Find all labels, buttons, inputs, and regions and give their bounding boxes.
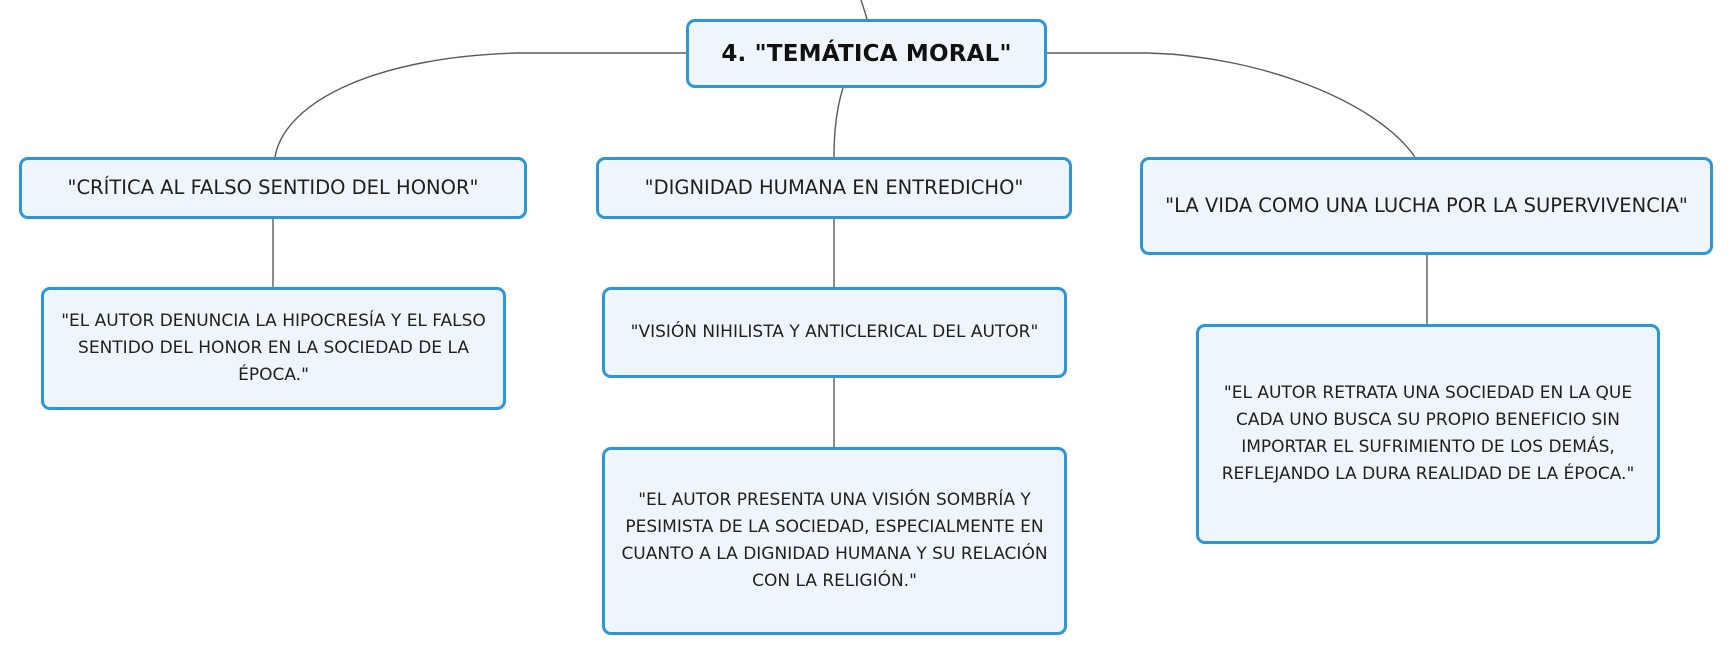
topic-label-dignidad: "DIGNIDAD HUMANA EN ENTREDICHO" <box>644 176 1024 199</box>
connector-root-dignidad <box>833 87 844 158</box>
subtopic-label-retrata: "EL AUTOR RETRATA UNA SOCIEDAD EN LA QUE… <box>1221 383 1635 484</box>
topic-label-honor: "CRÍTICA AL FALSO SENTIDO DEL HONOR" <box>67 176 479 199</box>
subtopic-label-presenta: "EL AUTOR PRESENTA UNA VISIÓN SOMBRÍA Y … <box>621 490 1048 591</box>
subtopic-node-presenta[interactable]: "EL AUTOR PRESENTA UNA VISIÓN SOMBRÍA Y … <box>602 447 1067 635</box>
topic-node-honor[interactable]: "CRÍTICA AL FALSO SENTIDO DEL HONOR" <box>19 157 527 219</box>
connector-root-vida <box>1047 52 1416 158</box>
topic-node-dignidad[interactable]: "DIGNIDAD HUMANA EN ENTREDICHO" <box>596 157 1072 219</box>
subtopic-node-vision[interactable]: "VISIÓN NIHILISTA Y ANTICLERICAL DEL AUT… <box>602 287 1067 378</box>
connector-parent-root <box>860 0 868 20</box>
subtopic-node-retrata[interactable]: "EL AUTOR RETRATA UNA SOCIEDAD EN LA QUE… <box>1196 324 1660 544</box>
subtopic-label-denuncia: "EL AUTOR DENUNCIA LA HIPOCRESÍA Y EL FA… <box>61 311 486 385</box>
topic-node-vida[interactable]: "LA VIDA COMO UNA LUCHA POR LA SUPERVIVE… <box>1140 157 1713 255</box>
subtopic-node-denuncia[interactable]: "EL AUTOR DENUNCIA LA HIPOCRESÍA Y EL FA… <box>41 287 506 410</box>
root-topic-label: 4. "TEMÁTICA MORAL" <box>721 40 1012 67</box>
subtopic-label-vision: "VISIÓN NIHILISTA Y ANTICLERICAL DEL AUT… <box>630 322 1039 342</box>
root-topic-node[interactable]: 4. "TEMÁTICA MORAL" <box>686 19 1047 88</box>
topic-label-vida: "LA VIDA COMO UNA LUCHA POR LA SUPERVIVE… <box>1165 194 1688 217</box>
connector-root-honor <box>274 52 686 158</box>
